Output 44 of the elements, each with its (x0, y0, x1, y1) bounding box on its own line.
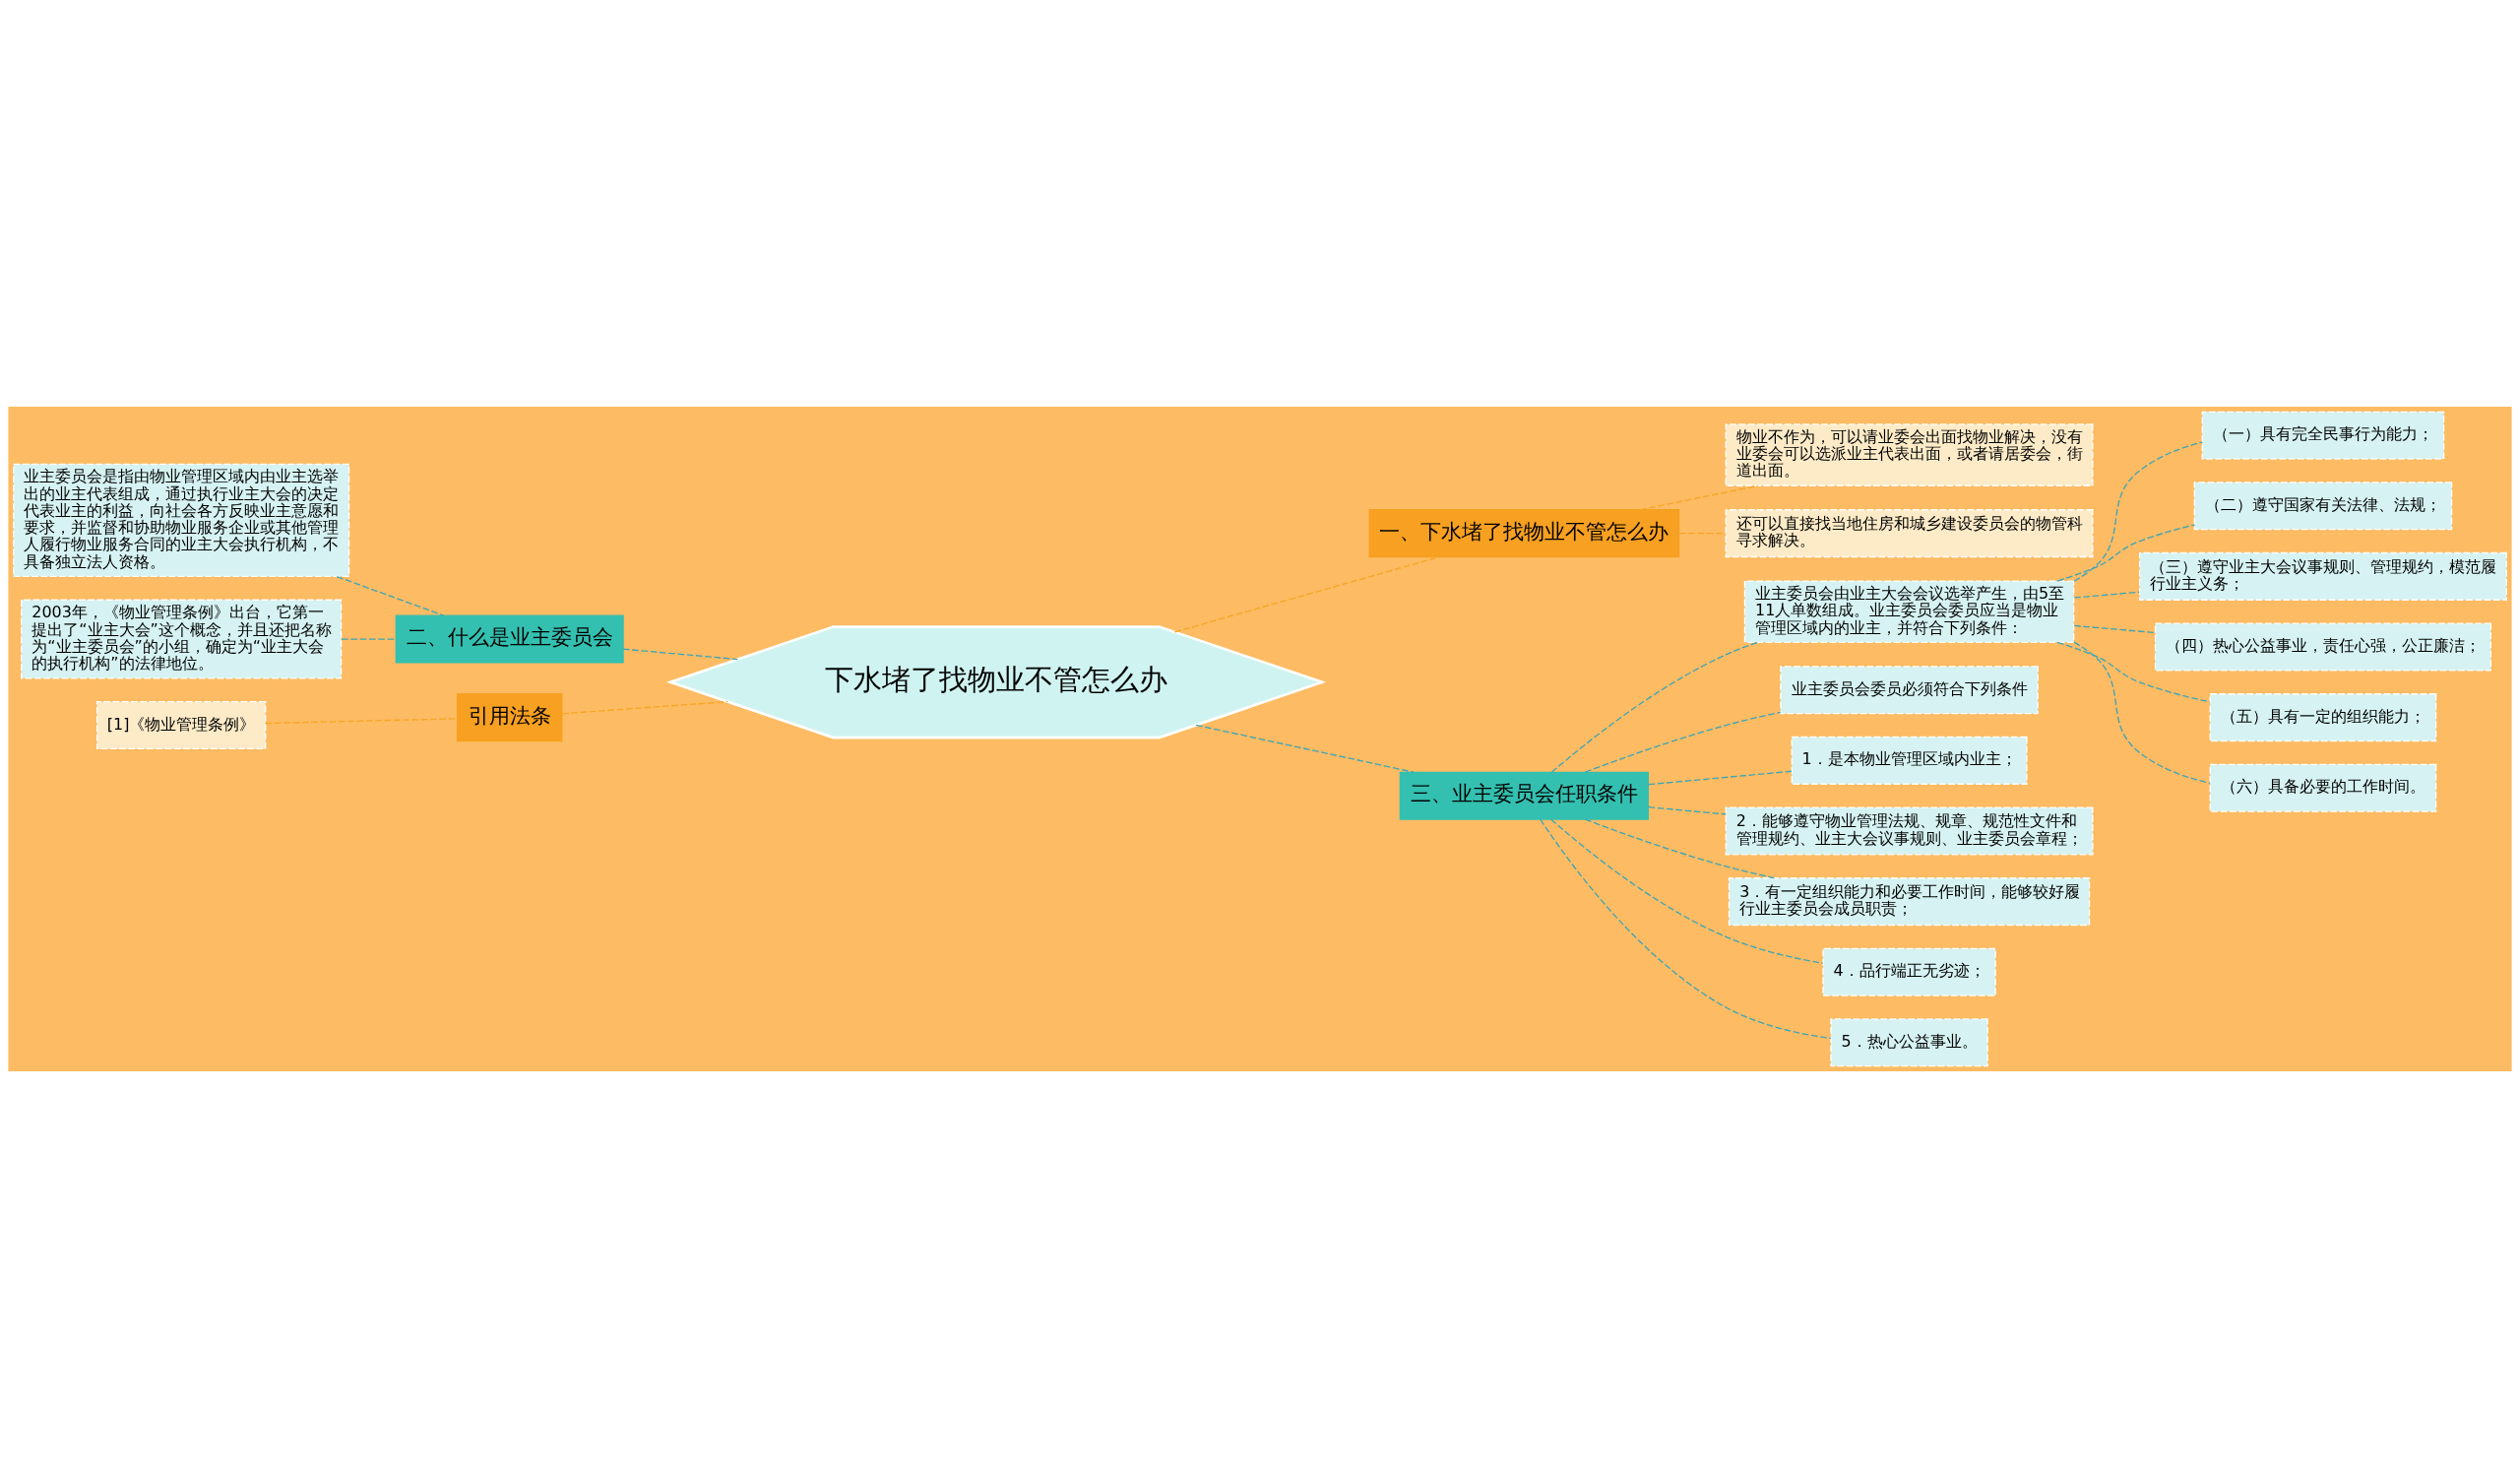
connector (622, 648, 739, 660)
connector (1195, 724, 1415, 773)
node-box: 业主委员会由业主大会会议选举产生，由5至11人单数组成。业主委员会委员应当是物业管理区域内的业主，并符合下列条件： (1743, 579, 2075, 643)
node-box: 二、什么是业主委员会 (395, 614, 624, 664)
connector (2073, 440, 2203, 582)
node-box: （三）遵守业主大会议事规则、管理规约，模范履行业主义务； (2138, 551, 2507, 601)
connector (2056, 523, 2195, 582)
connector (336, 575, 445, 616)
node-box: 2．能够遵守物业管理法规、规章、规范性文件和管理规约、业主大会议事规则、业主委员会章程； (1725, 805, 2094, 856)
connector (1173, 555, 1441, 632)
connector (1648, 805, 1727, 815)
node-box: 业主委员会委员必须符合下列条件 (1780, 665, 2039, 714)
node-box: （六）具备必要的工作时间。 (2209, 763, 2437, 812)
node-box: [1]《物业管理条例》 (95, 700, 267, 749)
node-box: 引用法条 (456, 692, 563, 741)
node-box: （二）遵守国家有关法律、法规； (2193, 481, 2453, 530)
node-box: 5．热心公益事业。 (1830, 1017, 1988, 1066)
connector (1540, 818, 1832, 1039)
connector (2073, 624, 2157, 633)
connector (1584, 818, 1775, 878)
node-box: 物业不作为，可以请业委会出面找物业解决，没有业委会可以选派业主代表出面，或者请居委会，街道出面。 (1725, 422, 2094, 486)
connector (2073, 640, 2211, 784)
connector (2056, 641, 2211, 703)
connector (341, 637, 397, 640)
connector (1648, 770, 1793, 785)
node-box: （四）热心公益事业，责任心强，公正廉洁； (2154, 621, 2491, 672)
connector (1550, 641, 1758, 773)
connector (561, 700, 728, 714)
node-box: 业主委员会是指由物业管理区域内由业主选举出的业主代表组成，通过执行业主大会的决定代表业主的利益，向社会各方反映业主意愿和要求，并监督和协助物业服务企业或其他管理人履行物业服务合同的业主大会执行机构，不具备独立法人资格。 (13, 463, 350, 577)
node-box: 一、下水堵了找物业不管怎么办 (1368, 508, 1680, 557)
node-box: 1．是本物业管理区域内业主； (1791, 736, 2028, 785)
node-box: 3．有一定组织能力和必要工作时间，能够较好履行业主委员会成员职责； (1728, 876, 2091, 926)
node-box: 还可以直接找当地住房和城乡建设委员会的物管科寻求解决。 (1725, 508, 2094, 557)
node-box: 三、业主委员会任职条件 (1399, 771, 1649, 820)
connector (265, 717, 458, 724)
connector (1550, 817, 1824, 964)
connector (1584, 711, 1782, 773)
connector (1639, 484, 1759, 510)
node-box: 2003年，《物业管理条例》出台，它第一提出了“业主大会”这个概念，并且还把名称为“业主委员会”的小组，确定为“业主大会的执行机构”的法律地位。 (21, 599, 343, 678)
connector (2073, 591, 2140, 599)
node-box: （五）具有一定的组织能力； (2209, 692, 2437, 741)
node-box: 4．品行端正无劣迹； (1822, 947, 1996, 996)
node-box: （一）具有完全民事行为能力； (2201, 411, 2445, 460)
connector (1678, 532, 1727, 534)
